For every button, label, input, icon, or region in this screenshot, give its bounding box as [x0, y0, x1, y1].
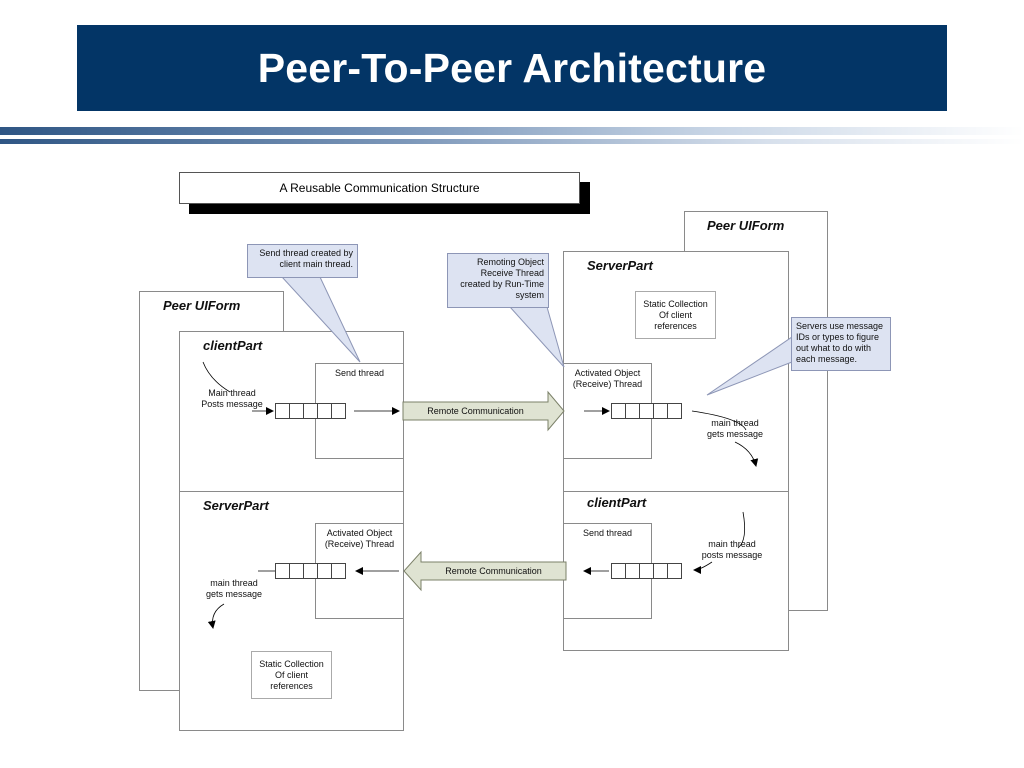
right-gets-message-arrow: [734, 441, 759, 467]
right-peer-uiform-label: Peer UIForm: [707, 218, 785, 233]
right-send-thread-label: Send thread: [582, 528, 633, 538]
right-static-collection-box: [635, 291, 716, 339]
right-posts-arrow: [693, 561, 713, 574]
left-static-collection-label: Static Collection Of client references: [259, 659, 324, 691]
send-thread-callout: Send thread created by client main threa…: [247, 244, 358, 278]
left-divider: [179, 491, 404, 492]
left-activated-object-label: Activated Object (Receive) Thread: [324, 528, 395, 549]
right-server-queue: [611, 403, 682, 419]
header-stripe-1: [0, 127, 1024, 135]
right-queue-out: [691, 410, 747, 431]
left-gets-message-arrow: [207, 603, 225, 629]
remote-communication-bottom-label: Remote Communication: [445, 566, 542, 576]
left-static-collection-box: [251, 651, 332, 699]
servers-use-callout: Servers use message IDs or types to figu…: [791, 317, 891, 371]
send-thread-callout-pointer: [280, 276, 361, 363]
left-client-queue: [275, 403, 346, 419]
remoting-object-callout: Remoting Object Receive Thread created b…: [447, 253, 549, 308]
left-main-thread-gets: main thread gets message: [205, 578, 263, 599]
right-client-queue: [611, 563, 682, 579]
remote-communication-bottom-arrow: [403, 550, 567, 592]
remoting-callout-pointer: [508, 306, 565, 368]
servers-callout-pointer: [706, 336, 793, 396]
right-client-part-label: clientPart: [587, 495, 647, 510]
right-client-curve: [737, 511, 746, 549]
left-server-part-label: ServerPart: [203, 498, 269, 513]
left-client-curve: [202, 361, 231, 393]
left-server-queue: [275, 563, 346, 579]
right-main-thread-gets: main thread gets message: [706, 418, 764, 439]
diagram-title: A Reusable Communication Structure: [279, 181, 480, 195]
right-main-thread-posts: main thread posts message: [701, 539, 763, 560]
header-stripe-2: [0, 139, 1024, 144]
remote-communication-top-arrow: [402, 390, 565, 432]
slide-title: Peer-To-Peer Architecture: [257, 44, 767, 91]
right-static-collection-label: Static Collection Of client references: [643, 299, 708, 331]
slide-title-bar: Peer-To-Peer Architecture: [77, 25, 947, 111]
left-send-thread-label: Send thread: [334, 368, 385, 378]
right-divider: [563, 491, 789, 492]
right-activated-object-label: Activated Object (Receive) Thread: [572, 368, 643, 389]
left-client-part-label: clientPart: [203, 338, 263, 353]
diagram-title-box: A Reusable Communication Structure: [179, 172, 580, 204]
left-peer-uiform-label: Peer UIForm: [163, 298, 241, 313]
remote-communication-top-label: Remote Communication: [427, 406, 524, 416]
left-main-thread-posts: Main thread Posts message: [201, 388, 263, 409]
right-server-part-label: ServerPart: [587, 258, 653, 273]
